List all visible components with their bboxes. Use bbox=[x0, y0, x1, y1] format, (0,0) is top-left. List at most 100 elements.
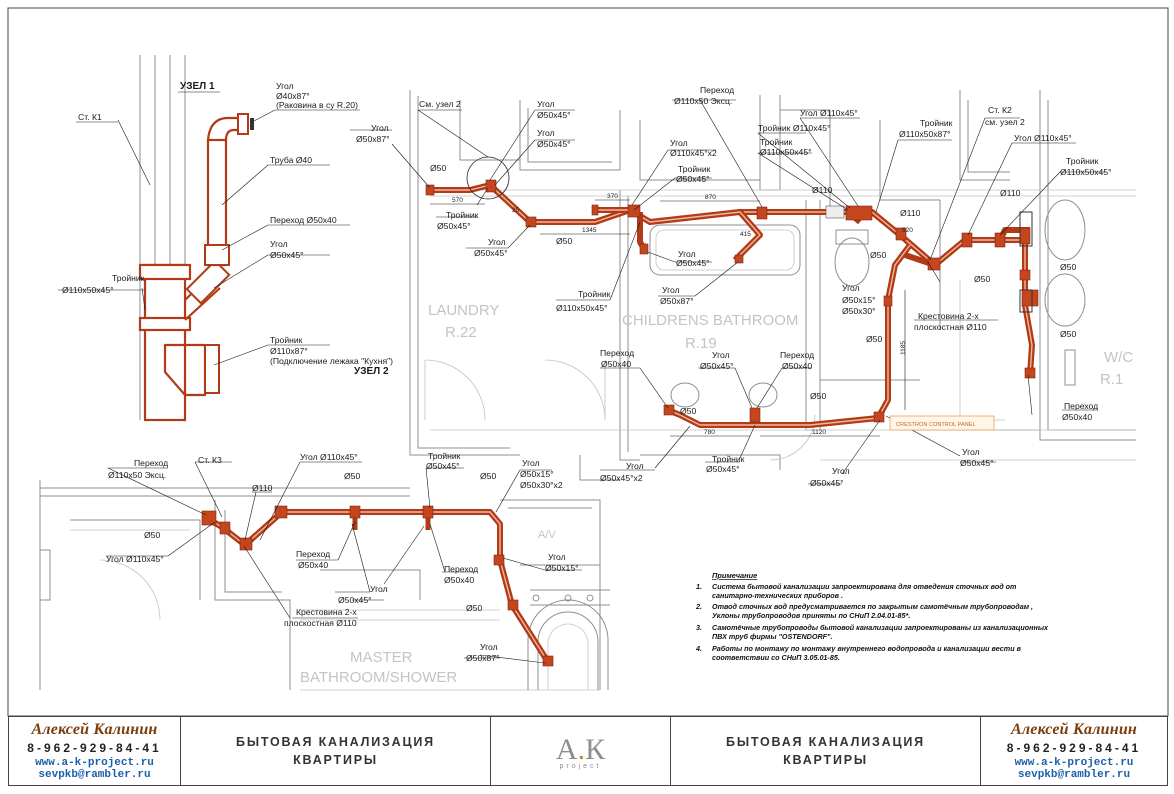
label-perehod-110x50-b: Ø110х50 Эксц. bbox=[108, 470, 166, 480]
label-troinik-e: Тройник bbox=[920, 118, 953, 128]
architecture bbox=[39, 90, 1136, 691]
author-website-link-right[interactable]: www.a-k-project.ru bbox=[1014, 757, 1134, 769]
label-d50-c: Ø50 bbox=[870, 250, 886, 260]
dim-780: 780 bbox=[704, 429, 715, 436]
company-logo: A.К project bbox=[491, 717, 671, 785]
label-perehod-50x40-f: Ø50х40 bbox=[298, 560, 328, 570]
author-email-link[interactable]: sevpkb@rambler.ru bbox=[38, 769, 151, 781]
label-ugol-50x87-g: Ø50х87° bbox=[660, 296, 694, 306]
label-ugol-50x45-k: Ø50х45° bbox=[810, 478, 844, 488]
room-master: MASTER bbox=[350, 649, 413, 666]
drawing-title-right: БЫТОВАЯ КАНАЛИЗАЦИЯ КВАРТИРЫ bbox=[671, 717, 981, 785]
room-labels: LAUNDRY R.22 CHILDRENS BATHROOM R.19 W/C… bbox=[300, 302, 1133, 686]
label-ugol-f: Угол bbox=[678, 249, 696, 259]
note-2b: Уклоны трубопроводов приняты по СНиП 2.0… bbox=[712, 611, 910, 620]
room-laundry: LAUNDRY bbox=[428, 302, 499, 319]
node1-title: УЗЕЛ 1 bbox=[180, 81, 215, 92]
label-krest-plosk-a: плоскостная Ø110 bbox=[914, 322, 987, 332]
logo-letter-a: A bbox=[555, 732, 578, 766]
room-r19: R.19 bbox=[685, 335, 717, 352]
label-d50-b: Ø50 bbox=[556, 236, 572, 246]
label-troinik-a: Тройник bbox=[446, 210, 479, 220]
label-d110-d: Ø110 bbox=[252, 483, 273, 493]
label-ugol-node1: Угол bbox=[276, 81, 294, 91]
dim-370: 370 bbox=[607, 193, 618, 200]
label-troinik-50x45-h: Ø50х45° bbox=[426, 461, 460, 471]
svg-text:4.: 4. bbox=[695, 644, 702, 653]
label-ugol-d: Угол bbox=[488, 237, 506, 247]
label-ugol-50x87-a: Ø50х87° bbox=[356, 134, 390, 144]
label-perehod-50x40-d: Ø50х40 bbox=[782, 361, 812, 371]
label-ugol-j: Угол bbox=[626, 461, 644, 471]
label-ugol-m: Угол bbox=[370, 584, 388, 594]
note-1a: Система бытовой канализации запроектиров… bbox=[712, 582, 1017, 591]
dim-570: 570 bbox=[452, 197, 463, 204]
label-troinik-50x45-b: Ø50х45° bbox=[676, 174, 710, 184]
dim-1345: 1345 bbox=[582, 227, 597, 234]
room-childrens-bathroom: CHILDRENS BATHROOM bbox=[622, 312, 798, 329]
author-block-right: Алексей Калинин 8-962-929-84-41 www.a-k-… bbox=[981, 717, 1167, 785]
label-ugol-50x45-d: Ø50х45° bbox=[474, 248, 508, 258]
label-d110-a: Ø110 bbox=[812, 185, 833, 195]
control-panel-label: CRESTRON CONTROL PANEL bbox=[896, 422, 976, 428]
label-d50-m: Ø50 bbox=[466, 603, 482, 613]
label-d50-j: Ø50 bbox=[344, 471, 360, 481]
label-ugol-110x45-b: Угол Ø110х45° bbox=[1014, 133, 1072, 143]
label-ugol-110x45-c: Угол Ø110х45° bbox=[300, 452, 358, 462]
label-perehod-50x40-g: Ø50х40 bbox=[444, 575, 474, 585]
author-website-link[interactable]: www.a-k-project.ru bbox=[35, 757, 154, 769]
label-perehod-g: Переход bbox=[444, 564, 478, 574]
label-troinik-d: Тройник bbox=[760, 137, 793, 147]
label-ugol-110x45-d: Угол Ø110х45° bbox=[106, 554, 164, 564]
label-troinik-110x45-t: Тройник Ø110х45° bbox=[758, 123, 831, 133]
label-ugol-o: Угол bbox=[548, 552, 566, 562]
label-troinik-110x50x45-d: Ø110х50х45° bbox=[1060, 167, 1112, 177]
label-ugol-50x87-p: Ø50х87° bbox=[466, 653, 500, 663]
label-d50-e: Ø50 bbox=[1060, 262, 1076, 272]
label-ugol-b: Угол bbox=[537, 99, 555, 109]
dim-520: 520 bbox=[902, 227, 913, 234]
node2-title: УЗЕЛ 2 bbox=[354, 366, 389, 377]
label-ugol-h: Угол bbox=[842, 283, 860, 293]
label-troinik-110x87: Ø110х87° bbox=[270, 346, 308, 356]
notes-block: Примечание 1. Система бытовой канализаци… bbox=[695, 571, 1049, 662]
label-d110-b: Ø110 bbox=[900, 208, 921, 218]
label-perehod-c: Переход bbox=[600, 348, 634, 358]
label-ugol-50x45-b: Ø50х45° bbox=[537, 110, 571, 120]
label-ugol-n: Угол bbox=[522, 458, 540, 468]
dim-1185: 1185 bbox=[900, 341, 907, 355]
svg-text:2.: 2. bbox=[695, 602, 702, 611]
label-ugol-50x45x2: Ø50х45°х2 bbox=[600, 473, 643, 483]
label-ugol-50x15-o: Ø50х15° bbox=[545, 563, 579, 573]
label-ugol-a: Угол bbox=[371, 123, 389, 133]
control-panel-box bbox=[889, 415, 995, 431]
logo-subtitle: project bbox=[559, 762, 602, 770]
label-ugol-110x45-t: Угол Ø110х45° bbox=[800, 108, 858, 118]
label-krestovina-b: Крестовина 2-х bbox=[296, 607, 357, 617]
room-wc: W/C bbox=[1104, 349, 1133, 366]
label-ugol-p: Угол bbox=[480, 642, 498, 652]
author-email-link-right[interactable]: sevpkb@rambler.ru bbox=[1017, 769, 1131, 781]
label-ugol-i: Угол bbox=[712, 350, 730, 360]
label-ugol-k: Угол bbox=[832, 466, 850, 476]
node-1-detail bbox=[138, 55, 254, 422]
label-troinik-b: Тройник bbox=[678, 164, 711, 174]
label-perehod-50x40-c: Ø50х40 bbox=[601, 359, 631, 369]
svg-text:3.: 3. bbox=[696, 623, 702, 632]
dim-870: 870 bbox=[705, 194, 716, 201]
label-ugol-50x30: Ø50х30° bbox=[842, 306, 876, 316]
label-troinik-110x50x45-c: Ø110х50х45° bbox=[760, 147, 812, 157]
drawing-title-left: БЫТОВАЯ КАНАЛИЗАЦИЯ КВАРТИРЫ bbox=[181, 717, 491, 785]
note-2a: Отвод сточных вод предусматривается по з… bbox=[712, 602, 1033, 611]
label-rakovina: (Раковина в су R.20) bbox=[276, 100, 358, 110]
label-st-k1: Ст. К1 bbox=[78, 112, 102, 122]
label-troinik-110x50x45-b: Ø110х50х45° bbox=[556, 303, 608, 313]
author-block-left: Алексей Калинин 8-962-929-84-41 www.a-k-… bbox=[9, 717, 181, 785]
label-troinik-110x50x45: Ø110х50х45° bbox=[62, 285, 114, 295]
author-name: Алексей Калинин bbox=[31, 721, 158, 738]
label-troinik-50x45-g: Ø50х45° bbox=[706, 464, 740, 474]
dim-415: 415 bbox=[740, 231, 751, 238]
label-perehod-50x40-b: Ø50х40 bbox=[1062, 412, 1092, 422]
